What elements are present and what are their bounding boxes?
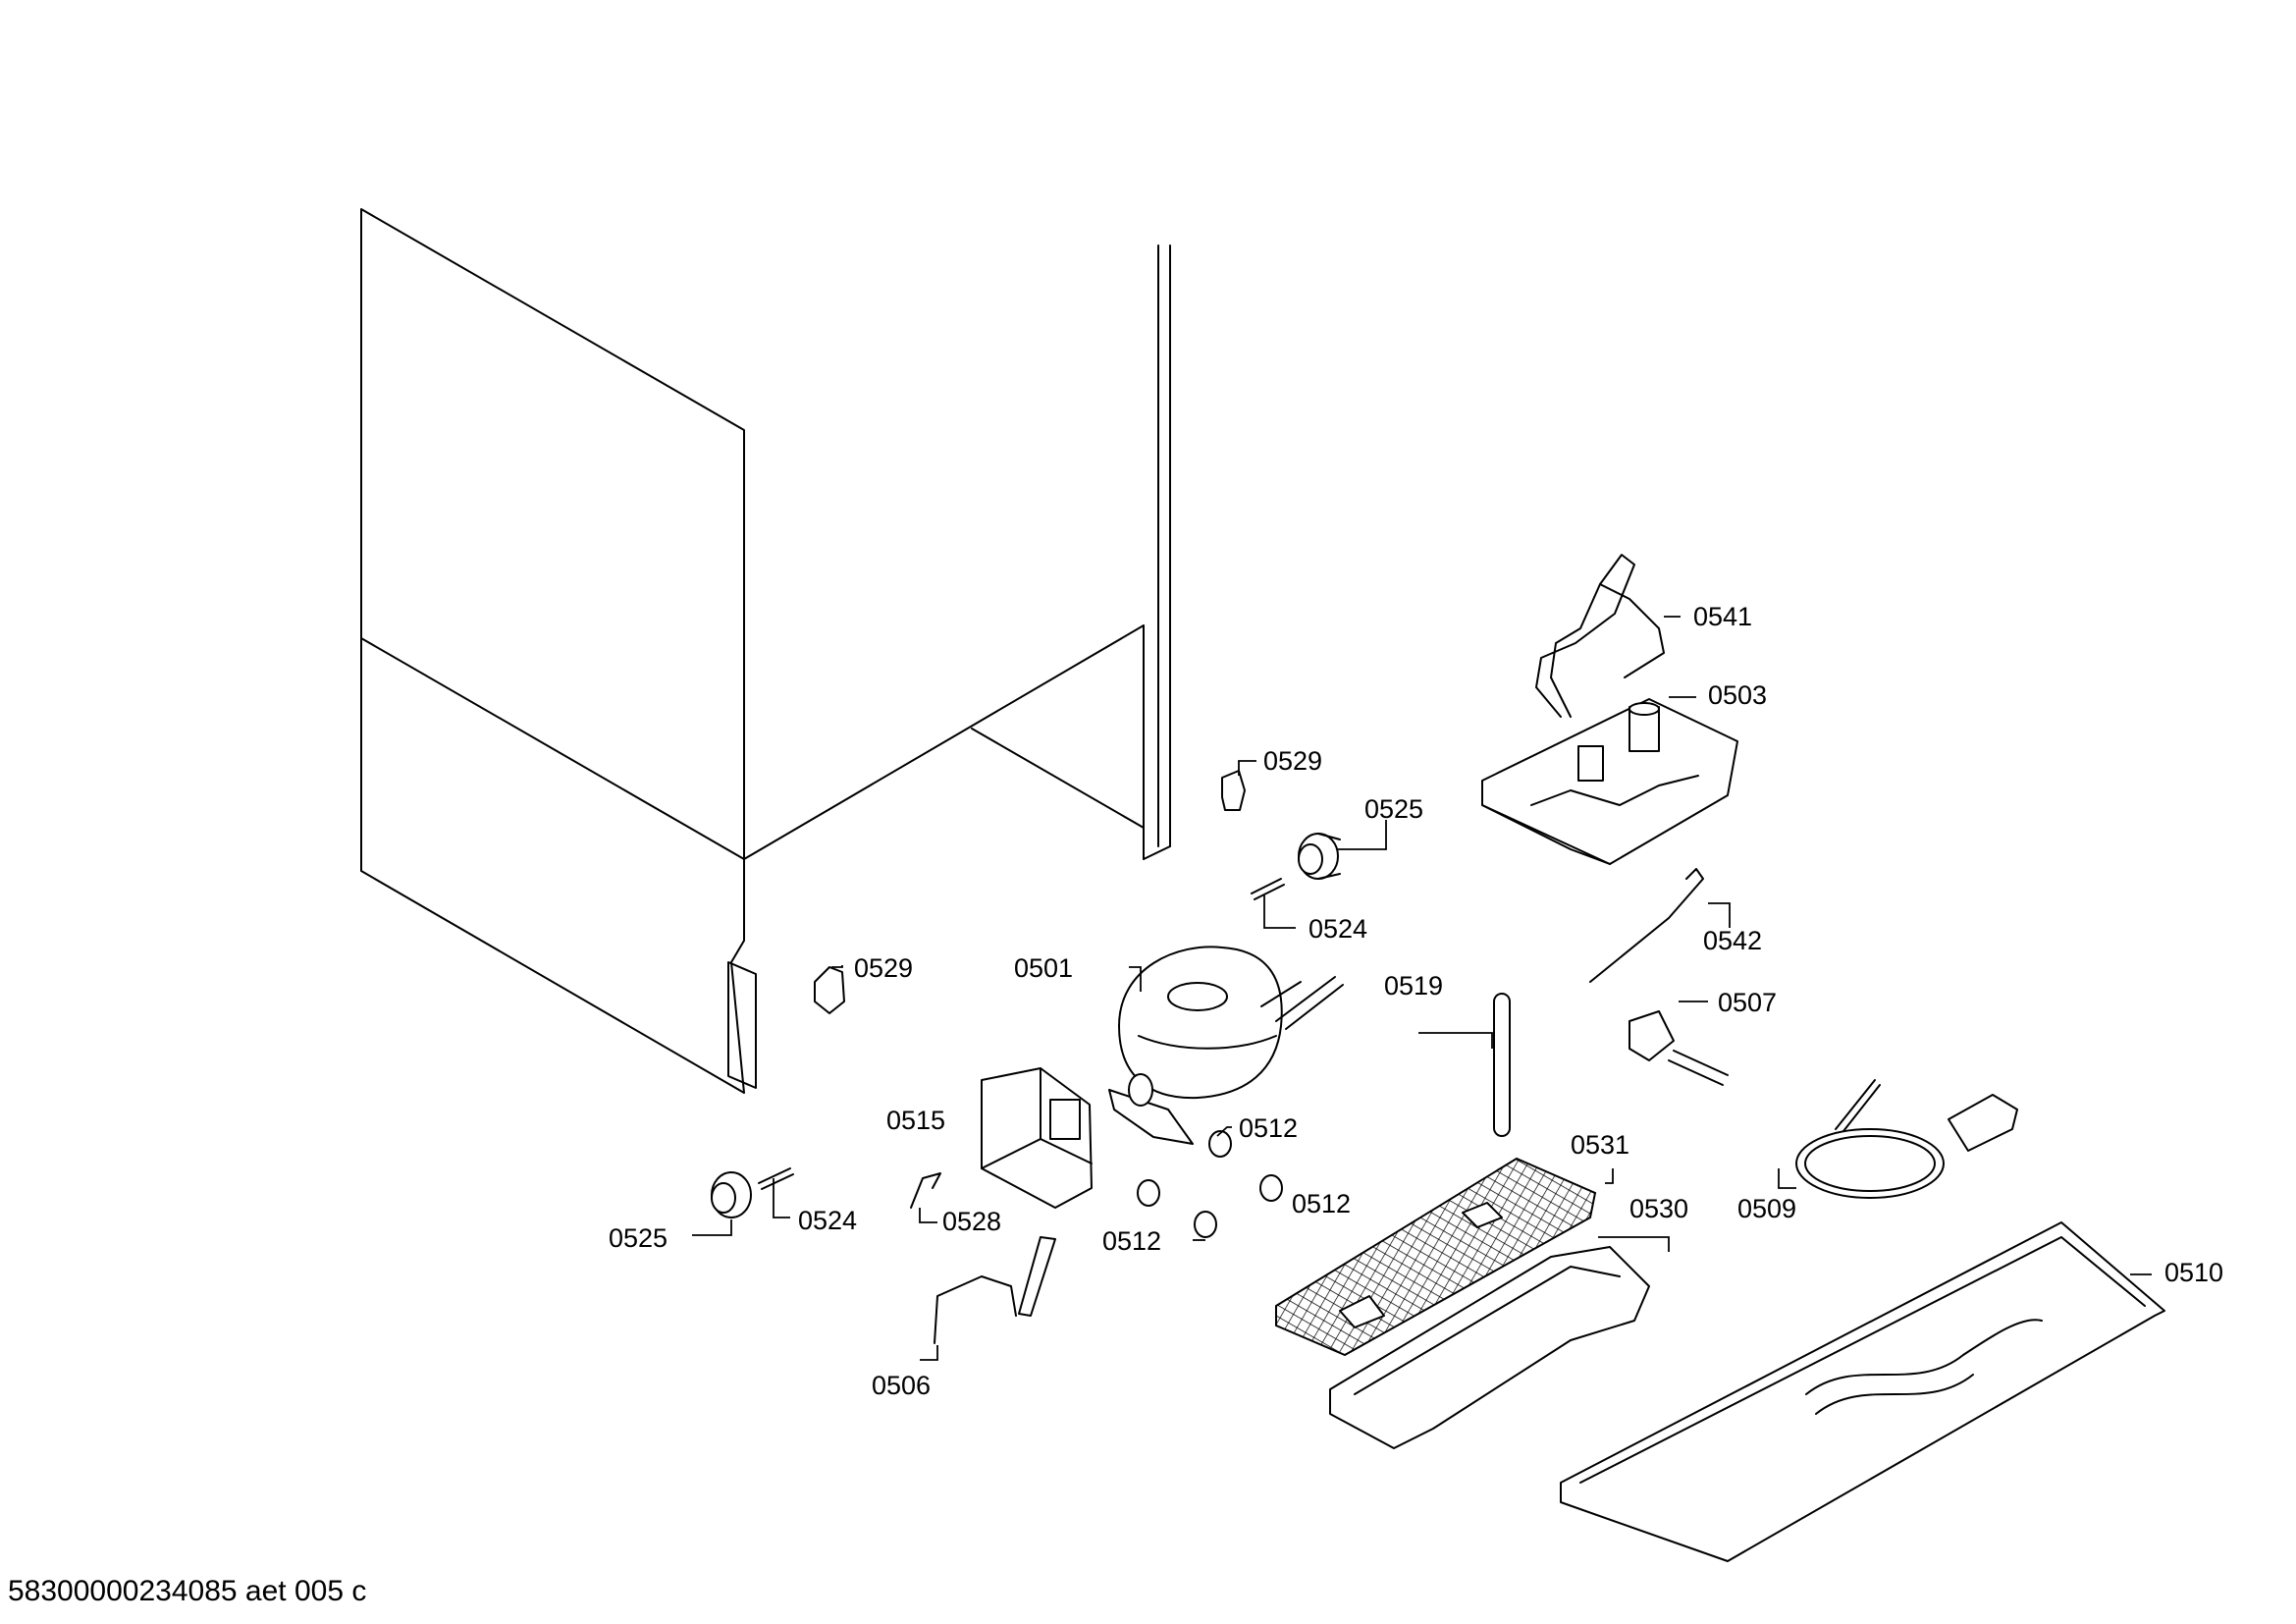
part-0507-valve: [1629, 1010, 1729, 1086]
document-number: 58300000234085 aet 005 c: [8, 1575, 367, 1607]
callout-0512-c: 0512: [1292, 1189, 1351, 1218]
part-0512-grommet-a: [1208, 1130, 1232, 1158]
callout-0529-top: 0529: [1263, 746, 1322, 776]
callout-labels: 0541 0503 0529 0525 0524 0542 0529 0501 …: [609, 602, 2223, 1400]
callout-0531: 0531: [1571, 1130, 1629, 1160]
callout-0525-top: 0525: [1364, 794, 1423, 824]
part-0529-clip-top: [1221, 770, 1246, 811]
callout-0507: 0507: [1718, 988, 1777, 1017]
part-0503-evaporation-tray: [1481, 698, 1738, 865]
part-0541-heater: [1535, 554, 1665, 718]
cabinet-panel: [360, 208, 1171, 1094]
leader-lines: [692, 616, 2152, 1361]
callout-0501: 0501: [1014, 953, 1073, 983]
part-0512-grommet-d: [1259, 1174, 1283, 1202]
part-0525-grommet-top: [1298, 833, 1341, 880]
part-0506-thermostat: [934, 1236, 1056, 1344]
callout-0524-top: 0524: [1308, 914, 1367, 944]
callout-0515: 0515: [886, 1106, 945, 1135]
part-0512-grommet-c: [1194, 1211, 1217, 1238]
callout-0529-mid: 0529: [854, 953, 913, 983]
part-0530-base-tray: [1329, 1246, 1650, 1449]
part-0542-rod: [1589, 868, 1704, 983]
part-0515-relay-box: [981, 1067, 1093, 1209]
callout-0503: 0503: [1708, 680, 1767, 710]
part-0528-clip: [910, 1172, 941, 1209]
callout-0506: 0506: [872, 1371, 931, 1400]
part-0501-compressor: [1108, 946, 1344, 1145]
part-0529-clip-mid: [814, 966, 845, 1014]
callout-0528: 0528: [942, 1207, 1001, 1236]
callout-0525-bottom: 0525: [609, 1223, 667, 1253]
callout-0509: 0509: [1737, 1194, 1796, 1223]
callout-0541: 0541: [1693, 602, 1752, 631]
callout-0510: 0510: [2164, 1258, 2223, 1287]
part-0509-power-cord: [1795, 1079, 2018, 1199]
callout-0512-a: 0512: [1239, 1113, 1298, 1143]
part-0531-grid-mat: [1275, 1157, 1597, 1357]
part-0512-grommet-b: [1137, 1179, 1160, 1207]
part-0525-grommet-bottom: [711, 1171, 752, 1218]
callout-0542: 0542: [1703, 926, 1762, 955]
callout-0519: 0519: [1384, 971, 1443, 1001]
part-0510-base-plate: [1560, 1221, 2165, 1562]
part-0524-pin-top: [1251, 878, 1285, 900]
part-0524-pin-bottom: [758, 1167, 794, 1190]
callout-0530: 0530: [1629, 1194, 1688, 1223]
callout-0512-b: 0512: [1102, 1226, 1161, 1256]
part-0519-tube: [1493, 993, 1511, 1137]
callout-0524-bottom: 0524: [798, 1206, 857, 1235]
